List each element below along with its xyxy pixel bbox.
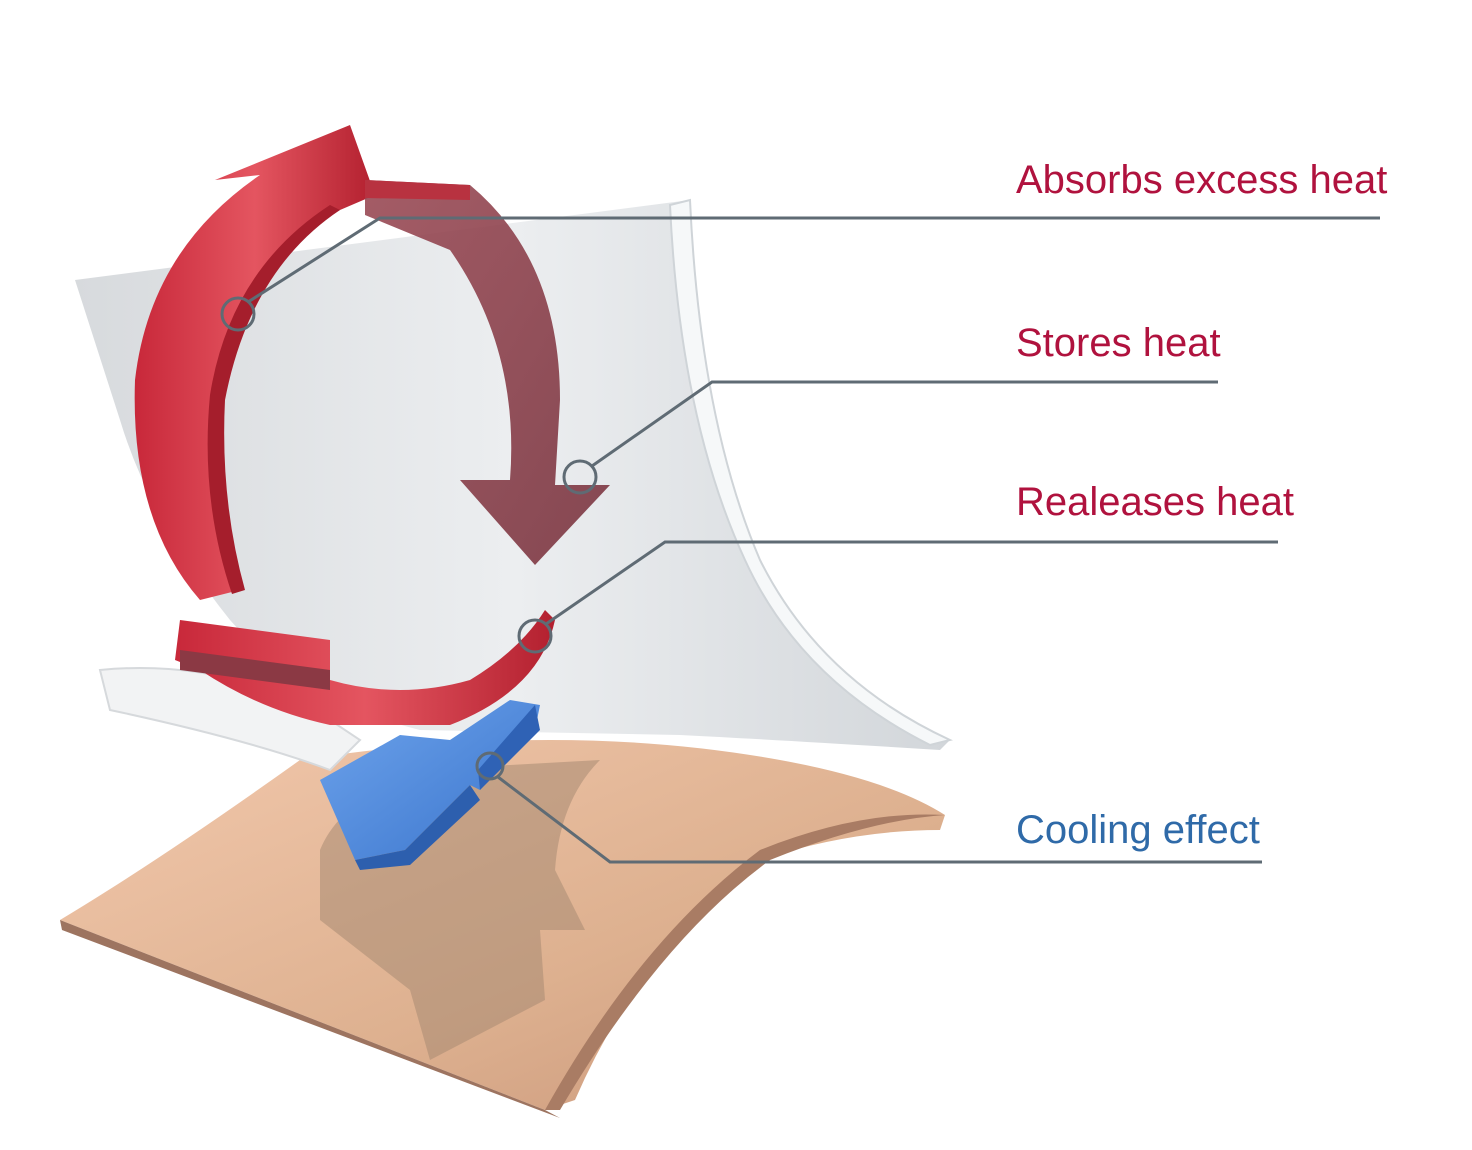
label-absorbs-excess-heat: Absorbs excess heat xyxy=(1016,158,1388,202)
leader-releases xyxy=(517,540,1278,654)
label-stores-heat: Stores heat xyxy=(1016,321,1221,365)
cooling-arrow xyxy=(320,700,540,870)
leader-cooling xyxy=(475,751,1262,864)
heat-cycle-arrows xyxy=(134,125,610,725)
leader-stores xyxy=(562,380,1218,495)
leader-lines xyxy=(220,216,1380,864)
label-cooling-effect: Cooling effect xyxy=(1016,808,1260,852)
label-releases-heat: Realeases heat xyxy=(1016,480,1294,524)
skin-layer xyxy=(60,740,945,1118)
leader-absorbs xyxy=(220,216,1380,332)
